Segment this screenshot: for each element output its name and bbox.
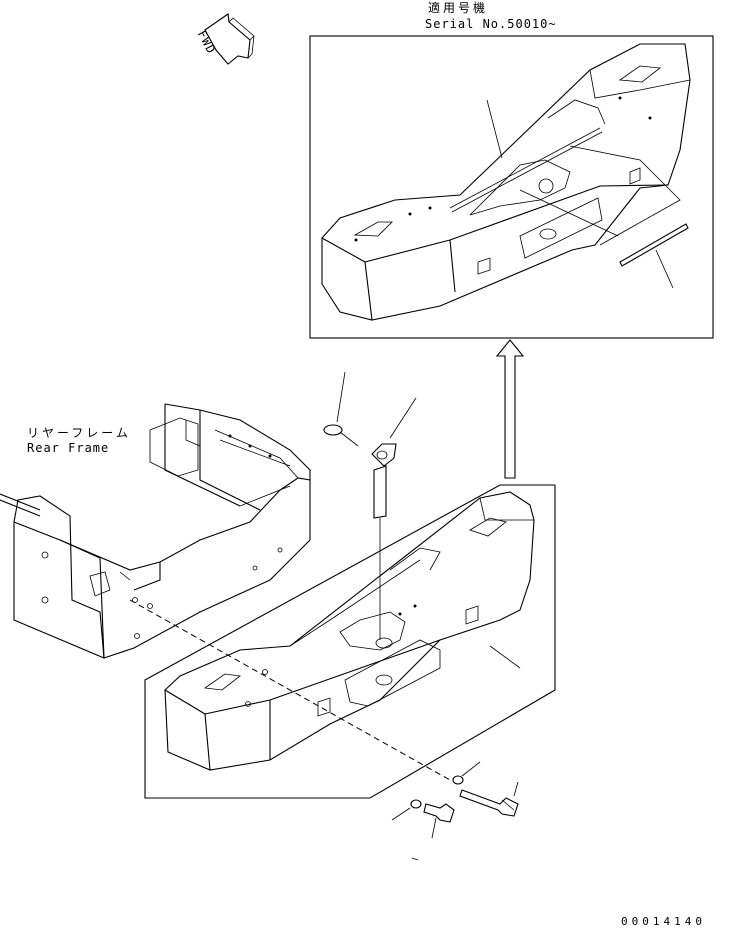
fwd-arrow-icon bbox=[204, 13, 255, 65]
alignment-line bbox=[129, 599, 451, 781]
up-arrow-icon bbox=[495, 339, 525, 479]
inset-frame bbox=[309, 35, 714, 339]
rear-frame-label-english: Rear Frame bbox=[27, 441, 110, 455]
main-counterweight bbox=[164, 491, 535, 771]
rear-frame-label-japanese: リヤーフレーム bbox=[27, 426, 131, 440]
rear-frame bbox=[0, 403, 311, 659]
inset-counterweight bbox=[321, 43, 691, 321]
serial-label-japanese: 適用号機 bbox=[428, 1, 489, 15]
fasteners bbox=[391, 761, 519, 861]
figure-number: 00014140 bbox=[621, 915, 706, 928]
lifting-eye bbox=[323, 371, 417, 640]
assembly-outline bbox=[144, 484, 556, 799]
serial-label-english: Serial No.50010~ bbox=[425, 17, 557, 31]
